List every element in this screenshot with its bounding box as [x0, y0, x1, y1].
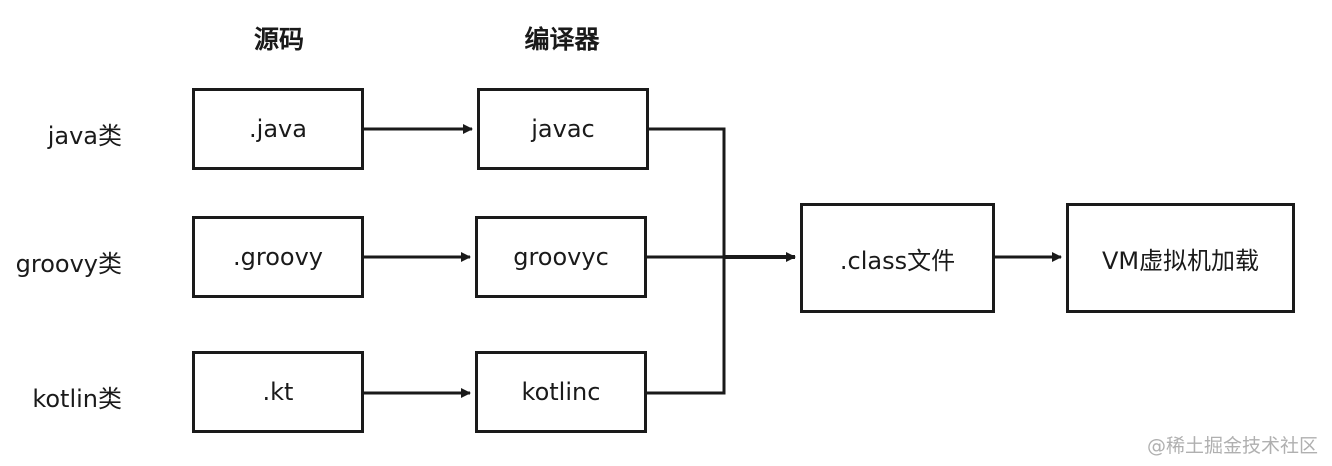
header-source: 源码	[253, 25, 304, 54]
compiler-box-kotlinc: kotlinc	[475, 351, 647, 433]
watermark: @稀土掘金技术社区	[1146, 435, 1318, 457]
class-file-box: .class文件	[800, 203, 995, 313]
compiler-box-groovyc: groovyc	[475, 216, 647, 298]
header-compiler: 编译器	[524, 25, 600, 54]
row-label-groovy: groovy类	[15, 250, 122, 278]
row-label-java: java类	[47, 122, 122, 150]
line-kotlinc-to-merge	[647, 257, 726, 395]
line-javac-to-merge	[649, 127, 726, 257]
source-box-groovy: .groovy	[192, 216, 364, 298]
row-label-kotlin: kotlin类	[32, 385, 122, 413]
vm-load-box: VM虚拟机加载	[1066, 203, 1295, 313]
source-box-kotlin: .kt	[192, 351, 364, 433]
compiler-box-javac: javac	[477, 88, 649, 170]
source-box-java: .java	[192, 88, 364, 170]
